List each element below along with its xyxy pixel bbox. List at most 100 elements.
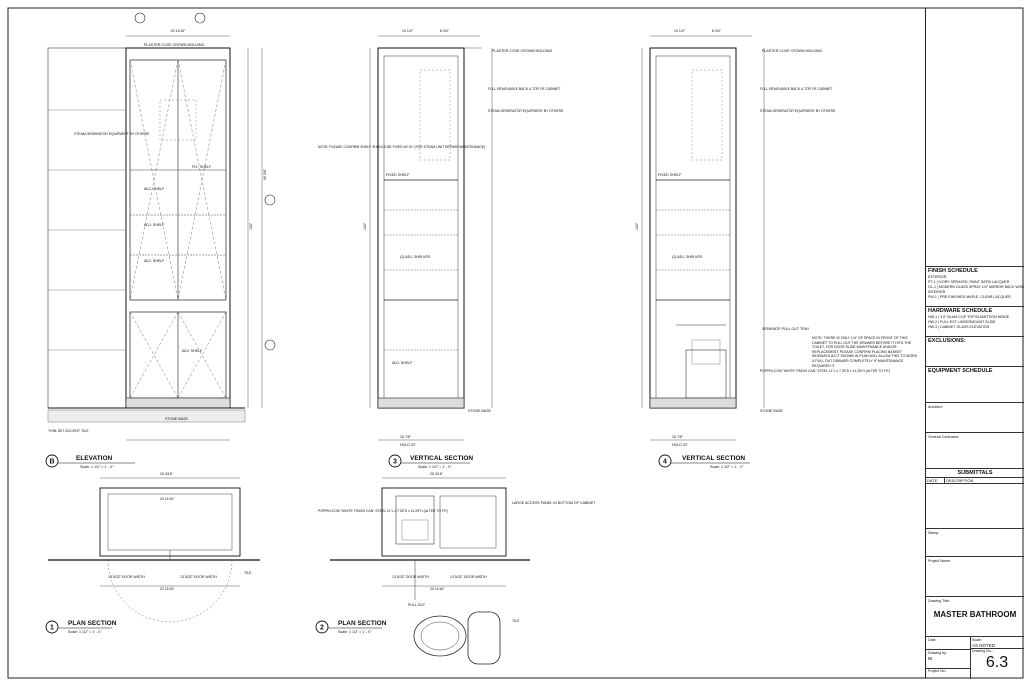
date-label: Date:: [926, 637, 970, 650]
vsec4-plaster: PLASTER COVE CROWN MOLDING: [762, 49, 823, 53]
exclusions: EXCLUSIONS:: [926, 336, 1024, 367]
hardware-item: HW-2 | FULL EXT. UNDERMOUNT SLIDE: [928, 320, 996, 324]
plan2-door-width-l: 13 5/32" DOOR WIDTH: [392, 575, 429, 579]
plan1-title: 1 PLAN SECTION Scale: 1 1/2" = 1' - 0": [45, 620, 117, 634]
elev-thinset: THIN-SET ACCENT TILE: [48, 429, 89, 433]
submittals-date-col: DATE: [926, 478, 945, 483]
vsec4-steam: STEAM GENERATOR EQUIPMENT BY OTHERS: [760, 109, 836, 113]
project-name-label: Project Name:: [928, 559, 951, 563]
drawing-number: 6.3: [985, 654, 1009, 671]
submittals-header: DATE DESCRIPTION: [926, 477, 1024, 484]
vsec3-depth: 16 7/8": [400, 435, 412, 439]
hardware-schedule: HARDWARE SCHEDULE HW-1 | 3.5" BLUM CLIP …: [926, 306, 1024, 337]
vsec4-adj-shelves: (3) ADJ. SHELVES: [672, 255, 703, 259]
elevation-view: 20 11/16" PLASTER COVE CROWN MOLDING STE…: [47, 12, 276, 441]
vsec3-note-confirm: NOTE: PLEASE CONFIRM SHELF SHOULD BE FIX…: [318, 145, 485, 149]
architect-label: Architect:: [928, 405, 943, 409]
submittals: SUBMITTALS DATE DESCRIPTION: [926, 468, 1024, 529]
vsec3-w-10: 10 1/4": [402, 29, 414, 33]
vsec4-height: 100": [635, 222, 639, 230]
vsec4-holds: HOLD 20": [672, 443, 689, 447]
plan2-tile: TILE: [512, 619, 520, 623]
plan1-door-width-l: 13 5/32" DOOR WIDTH: [108, 575, 145, 579]
sheet-border: [7, 7, 1024, 679]
finish-item: INTERIOR: [928, 290, 946, 294]
vsec4-note-space: NOTE: THERE IS ONLY 1/4" OF SPACE IN FRO…: [812, 336, 918, 368]
project-no-label: Project No.:: [928, 669, 947, 673]
vsec4-title: 4 VERTICAL SECTION Scale: 1 1/2" = 1' - …: [658, 454, 750, 469]
drawing-title-block: Drawing Title: MASTER BATHROOM: [926, 596, 1024, 637]
stamp: Stamp:: [926, 528, 1024, 557]
plan2-w-26: 26 3/16": [430, 472, 444, 476]
elevation-title: B ELEVATION Scale: 1 1/2" = 1' - 0": [45, 454, 135, 469]
drawing-no-label: Drawing No.:: [972, 649, 993, 653]
finish-item: EXTERIOR: [928, 275, 947, 279]
exclusions-title: EXCLUSIONS:: [928, 338, 966, 344]
elev-adj-shelf-3: ADJ. SHELF: [144, 259, 165, 263]
vsec4-note-space-box: NOTE: THERE IS ONLY 1/4" OF SPACE IN FRO…: [812, 336, 918, 368]
hardware-schedule-title: HARDWARE SCHEDULE: [928, 308, 993, 314]
elevation-scale: Scale: 1 1/2" = 1' - 0": [80, 465, 114, 469]
vsec3-number: 3: [393, 459, 397, 466]
plan1-w-20: 20 11/16": [160, 497, 175, 501]
project-name: Project Name:: [926, 556, 1024, 597]
elev-adj-shelf-4: ADJ. SHELF: [182, 349, 203, 353]
vsec3-title: 3 VERTICAL SECTION Scale: 1 1/2" = 1' - …: [388, 454, 473, 469]
vsec3-w-8: 8 3/4": [440, 29, 450, 33]
vsec3-plaster: PLASTER COVE CROWN MOLDING: [492, 49, 553, 53]
submittals-title: SUBMITTALS: [957, 470, 993, 476]
finish-item: PT-1 | IVORY SPRAYED, PAINT SATIN LACQUE…: [928, 280, 1010, 284]
vsec4-depth: 16 7/8": [672, 435, 684, 439]
vsec3-scale: Scale: 1 1/2" = 1' - 0": [418, 465, 452, 469]
vsec4-w-10: 10 1/4": [674, 29, 686, 33]
elev-steam-note: STEAM GENERATOR EQUIPMENT BY OTHERS: [74, 132, 150, 136]
plan2-access-panel: LARGE ACCESS PANEL IN BOTTOM OF CABINET: [512, 501, 596, 505]
plan2-w-20: 20 11/16": [430, 587, 445, 591]
finish-item: GL-1 | MODERN GLASS SPRAY 1/4" MIRROR BA…: [928, 285, 1024, 289]
vsec3-adj-shelf: ADJ. SHELF: [392, 361, 413, 365]
submittals-desc-col: DESCRIPTION: [946, 478, 974, 483]
drawn-by-value: IB: [926, 656, 970, 669]
elev-fix-shelf: FIX. SHELF: [192, 165, 212, 169]
elev-stone-base: STONE BASE: [165, 417, 189, 421]
plan-section-1: 26 3/16" 20 11/16" 13 5/32" DOOR WIDTH 1…: [48, 472, 260, 623]
elev-height-dim-2: 66 3/8": [263, 168, 267, 180]
plan2-pull-out: PULL OUT: [408, 603, 426, 607]
plan1-w-26: 26 3/16": [160, 472, 174, 476]
vsec3-holds: HOLD 20": [400, 443, 417, 447]
drawing-info: Date: Drawing by: IB Project No.: Scale:…: [926, 636, 1024, 679]
equipment-schedule: EQUIPMENT SCHEDULE: [926, 366, 1024, 403]
vsec3-removable: FULL REMOVABLE BACK & TOP OF CABINET: [488, 87, 560, 91]
scale-value: AS NOTED: [970, 643, 1024, 649]
vsec3-title-text: VERTICAL SECTION: [410, 455, 473, 462]
plan-section-2: 26 3/16" LARGE ACCESS PANEL IN BOTTOM OF…: [318, 472, 596, 665]
elev-adj-shelf-1: ADJ. SHELF: [144, 187, 165, 191]
plan1-number: 1: [50, 625, 54, 632]
drawn-by-label: Drawing by:: [928, 651, 947, 655]
plan2-scale: Scale: 1 1/2" = 1' - 0": [338, 630, 372, 634]
vsec4-pull-out: SEPARATE PULL OUT TRAY: [762, 327, 810, 331]
title-block: FINISH SCHEDULE EXTERIOR PT-1 | IVORY SP…: [925, 8, 1024, 679]
vsec4-scale: Scale: 1 1/2" = 1' - 0": [710, 465, 744, 469]
elevation-letter: B: [49, 459, 54, 466]
elev-adj-shelf-2: ADJ. SHELF: [144, 223, 165, 227]
plan1-scale: Scale: 1 1/2" = 1' - 0": [68, 630, 102, 634]
plan1-door-width-r: 13 5/32" DOOR WIDTH: [180, 575, 217, 579]
plan2-door-width-r: 13 5/32" DOOR WIDTH: [450, 575, 487, 579]
elev-plaster-note: PLASTER COVE CROWN MOLDING: [144, 43, 205, 47]
stamp-label: Stamp:: [928, 531, 940, 535]
plan1-w-22: 22 11/16": [160, 587, 175, 591]
vsec3-stone-base: STONE BASE: [468, 409, 492, 413]
finish-schedule-title: FINISH SCHEDULE: [928, 268, 978, 274]
vsec3-height: 100": [363, 222, 367, 230]
vsec3-fixed-shelf: FIXED SHELF: [386, 173, 410, 177]
vsec4-removable: FULL REMOVABLE BACK & TOP OF CABINET: [760, 87, 832, 91]
vsec4-stone-base: STONE BASE: [760, 409, 784, 413]
hardware-item: HW-1 | 3.5" BLUM CLIP TOP BLUMOTION HING…: [928, 315, 1010, 319]
finish-schedule: FINISH SCHEDULE EXTERIOR PT-1 | IVORY SP…: [926, 266, 1024, 319]
scale-label: Scale:: [972, 638, 982, 642]
elev-width-dim: 20 11/16": [171, 29, 186, 33]
vertical-section-4: 10 1/4" 8 3/4" PLASTER COVE CROWN MOLDIN…: [635, 29, 890, 447]
vsec4-trash: POPPIN.COM "WHITE TRASH CAN" STEEL 11"L …: [760, 369, 890, 373]
drawing-title-label: Drawing Title:: [928, 599, 950, 603]
